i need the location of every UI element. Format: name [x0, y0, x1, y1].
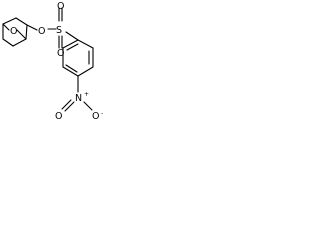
- nitro-nitrogen-label: N: [75, 93, 82, 104]
- bond: [65, 64, 78, 73]
- nitro-oxygen-right-label: O: [92, 111, 99, 122]
- bond: [16, 29, 27, 40]
- bond: [2, 17, 17, 25]
- bond: [77, 66, 94, 77]
- structure-canvas: O O S O O N + O O -: [0, 0, 129, 130]
- bond: [12, 38, 27, 47]
- sulfur-label: S: [56, 25, 62, 36]
- bond: [65, 31, 79, 41]
- bond: [61, 99, 72, 110]
- bond: [15, 17, 28, 26]
- bond: [77, 39, 94, 49]
- bond: [62, 39, 79, 49]
- bond: [62, 66, 79, 77]
- nitro-positive-charge: +: [84, 91, 89, 98]
- bond: [2, 23, 10, 31]
- sulfonyl-oxygen-bottom-label: O: [57, 48, 64, 59]
- ester-oxygen-label: O: [38, 26, 45, 37]
- bond: [64, 101, 75, 112]
- bridge-oxygen-label: O: [10, 26, 17, 37]
- bond: [66, 43, 79, 51]
- bond: [26, 24, 38, 31]
- bond: [25, 24, 28, 40]
- nitro-negative-charge: -: [101, 110, 103, 117]
- bond: [83, 101, 93, 111]
- oxabicycloheptane-ring: [2, 17, 38, 47]
- bond: [2, 38, 14, 47]
- nitro-oxygen-left-label: O: [55, 111, 62, 122]
- molecule-structure: O O S O O N + O O -: [2, 1, 103, 122]
- sulfonyl-oxygen-top-label: O: [57, 1, 64, 12]
- benzene-ring: [62, 39, 94, 77]
